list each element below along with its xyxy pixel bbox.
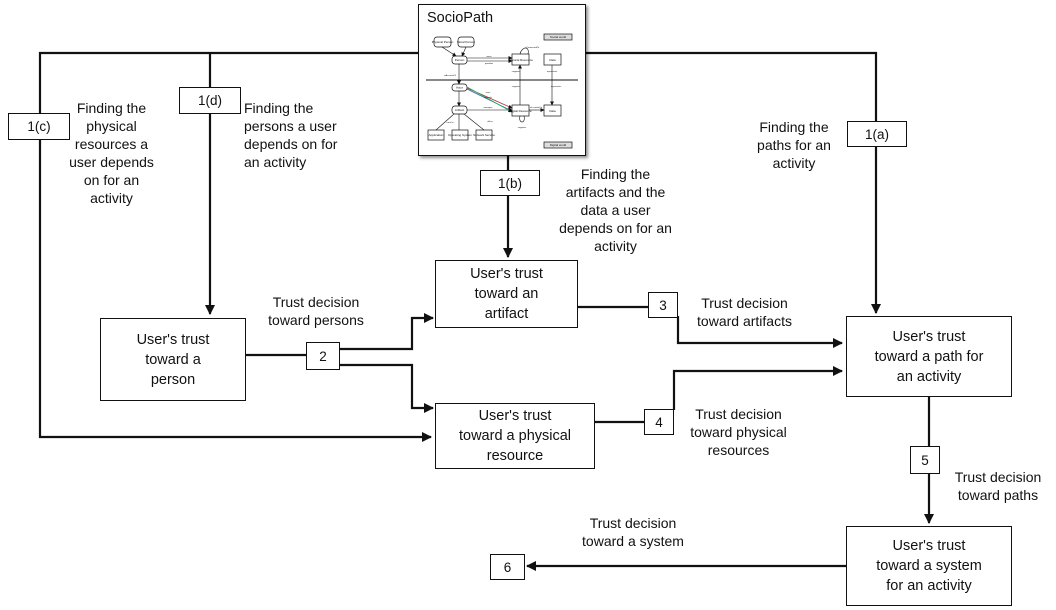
thumb-link-physical-person xyxy=(441,46,457,57)
thumb-node-digital-resource-text: Digital Resource xyxy=(509,109,531,113)
edge-1c xyxy=(38,51,432,442)
tag-6: 6 xyxy=(490,554,525,580)
tag-4: 4 xyxy=(644,409,674,435)
thumb-node-data-social-text: Data xyxy=(549,58,556,62)
edge-3 xyxy=(578,305,842,343)
box-trust-person: User's trust toward a person xyxy=(100,318,246,401)
thumb-link-label-provides: provides xyxy=(485,62,494,65)
box-trust-path: User's trust toward a path for an activi… xyxy=(846,316,1012,397)
thumb-link-label-uses: uses xyxy=(486,92,492,94)
thumb-link-label-represents-b: represents xyxy=(551,85,562,88)
box-trust-physical-resource: User's trust toward a physical resource xyxy=(435,403,595,469)
thumb-tag-digital xyxy=(543,141,573,149)
thumb-link-net xyxy=(463,113,485,131)
thumb-node-person xyxy=(451,55,468,65)
tag-1d: 1(d) xyxy=(179,87,241,114)
thumb-link-label-account: isAccountOf xyxy=(444,74,456,77)
thumb-link-actor-digital-2 xyxy=(466,88,513,112)
thumb-tag-social xyxy=(543,33,573,41)
thumb-node-network-service-text: Network Service xyxy=(473,133,495,137)
thumb-link-label-supports-b: supports xyxy=(512,85,521,88)
sociopath-title: SocioPath xyxy=(427,10,494,26)
thumb-node-operating-system-text: Operating System xyxy=(448,133,473,137)
thumb-node-data-digital-text: Data xyxy=(549,109,556,113)
tag-2: 2 xyxy=(306,342,340,370)
thumb-link-label-offers: offers xyxy=(487,120,493,123)
thumb-link-connected xyxy=(519,47,529,55)
label-1a: Finding the paths for an activity xyxy=(757,119,831,171)
box-trust-artifact: User's trust toward an artifact xyxy=(435,260,578,328)
thumb-tag-social-text: Social world xyxy=(550,35,567,39)
thumb-link-label-owns: owns xyxy=(486,56,492,58)
label-2: Trust decision toward persons xyxy=(268,294,364,328)
thumb-link-label-controls: controls xyxy=(484,96,493,99)
thumb-node-artifact-text: Artifact xyxy=(455,108,465,112)
thumb-node-physical-resource-text: Physical Resource xyxy=(508,58,533,62)
edge-2-physical xyxy=(340,363,434,413)
thumb-node-operating-system xyxy=(451,129,469,141)
label-6: Trust decision toward a system xyxy=(582,515,684,549)
tag-3: 3 xyxy=(648,292,678,318)
thumb-link-app xyxy=(435,113,455,131)
tag-5: 5 xyxy=(910,446,940,474)
thumb-node-application-text: Application xyxy=(429,133,444,137)
thumb-link-label-runson: runsOn xyxy=(446,121,454,124)
thumb-link-label-represents-a: represents xyxy=(547,70,558,73)
sociopath-metamodel-panel: SocioPath Social world Digital world Phy… xyxy=(418,4,586,156)
label-1b: Finding the artifacts and the data a use… xyxy=(559,166,672,254)
thumb-link-label-connected: isConnectedTo xyxy=(525,46,540,49)
thumb-node-moral-person-text: Moral Person xyxy=(457,40,475,44)
thumb-link-label-manages: manages xyxy=(484,107,494,109)
edge-4 xyxy=(595,371,842,424)
thumb-node-physical-person-text: Physical Person xyxy=(432,40,454,44)
box-trust-system: User's trust toward a system for an acti… xyxy=(846,526,1012,606)
thumb-link-label-supports-c: supports xyxy=(518,126,527,129)
label-1c: Finding the physical resources a user de… xyxy=(69,100,154,206)
tag-1a: 1(a) xyxy=(847,121,907,147)
thumb-node-data-social xyxy=(543,53,562,66)
tag-1b: 1(b) xyxy=(480,170,540,196)
edge-1a xyxy=(586,51,881,314)
thumb-link-label-located: isLocatedOn xyxy=(530,106,543,109)
tag-1c: 1(c) xyxy=(8,113,70,140)
thumb-node-actor-text: Actor xyxy=(456,86,463,90)
label-1d: Finding the persons a user depends on fo… xyxy=(244,100,338,170)
thumb-node-person-text: Person xyxy=(455,58,465,62)
label-3: Trust decision toward artifacts xyxy=(697,295,792,329)
sociopath-metamodel-thumbnail: Social world Digital world Physical Pers… xyxy=(426,33,578,149)
label-5: Trust decision toward paths xyxy=(954,469,1042,503)
thumb-tag-digital-text: Digital world xyxy=(550,143,567,147)
thumb-link-label-supports-a: supports xyxy=(512,70,521,73)
label-4: Trust decision toward physical resources xyxy=(690,406,787,458)
thumb-link-moral-person xyxy=(461,46,467,57)
thumb-link-loop xyxy=(519,115,525,123)
edge-2-artifact xyxy=(246,318,433,357)
thumb-link-actor-resource xyxy=(466,86,513,113)
